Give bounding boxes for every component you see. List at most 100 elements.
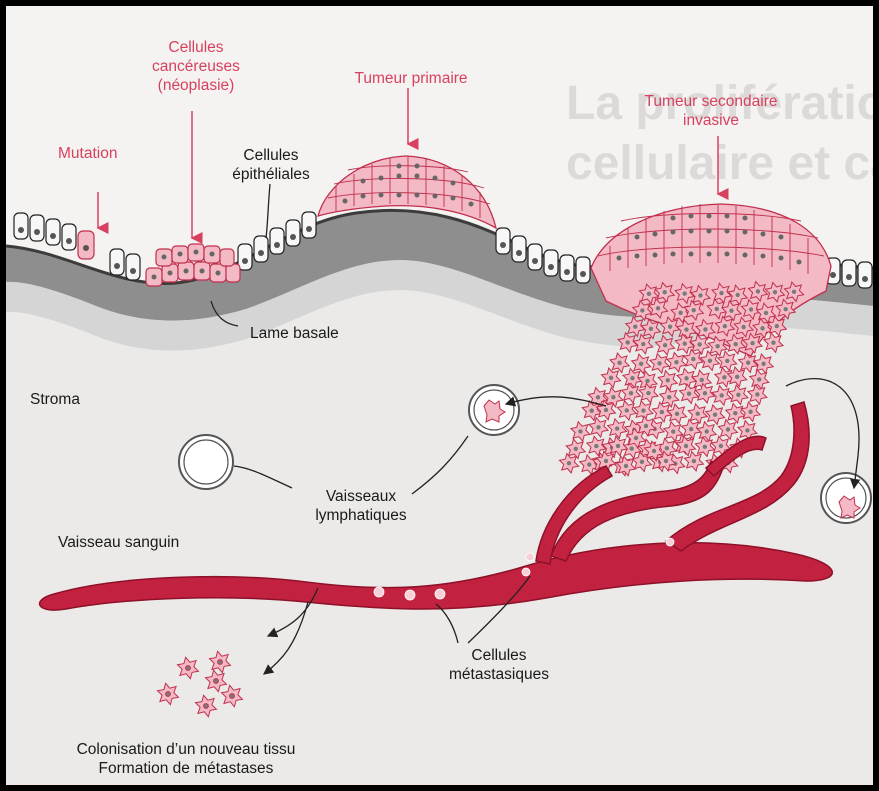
invading-cell-nucleus [736, 293, 740, 297]
invading-cell-nucleus [678, 311, 682, 315]
invading-cell-nucleus [652, 449, 656, 453]
invading-cell-nucleus [745, 428, 749, 432]
invading-cell-nucleus [656, 306, 660, 310]
colony-cell-nucleus [186, 666, 191, 671]
invading-cell-nucleus [574, 447, 578, 451]
invading-cell-nucleus [719, 393, 723, 397]
invading-cell-nucleus [757, 377, 761, 381]
invading-cell-nucleus [665, 446, 669, 450]
label-metastatic-cells-line1: Cellules [424, 646, 574, 665]
invading-cell-nucleus [646, 391, 650, 395]
invading-cell-nucleus [604, 459, 608, 463]
invading-cell-nucleus [649, 327, 653, 331]
invading-cell-nucleus [750, 341, 754, 345]
invading-cell-nucleus [764, 311, 768, 315]
invading-cell-nucleus [691, 357, 695, 361]
invading-cell-nucleus [634, 436, 638, 440]
invading-cell-nucleus [667, 395, 671, 399]
invading-cell-nucleus [761, 362, 765, 366]
invading-cell-nucleus [775, 324, 779, 328]
invading-cell-nucleus [725, 359, 729, 363]
invading-cell-nucleus [692, 459, 696, 463]
invading-cell-nucleus [640, 460, 644, 464]
invading-cell-nucleus [756, 289, 760, 293]
label-cancer-cells-line1: Cellules [141, 38, 251, 57]
invading-cell-nucleus [733, 411, 737, 415]
invading-cell-nucleus [703, 391, 707, 395]
invading-cell-nucleus [675, 412, 679, 416]
invading-cell-nucleus [726, 427, 730, 431]
invading-cell-nucleus [666, 378, 670, 382]
invading-cell-nucleus [639, 362, 643, 366]
invading-cell-nucleus [723, 324, 727, 328]
invading-cell-nucleus [596, 395, 600, 399]
colony-cell-nucleus [218, 660, 223, 665]
invading-cell-nucleus [616, 444, 620, 448]
colony-cell-nucleus [166, 692, 171, 697]
invading-cell-nucleus [722, 375, 726, 379]
label-primary-tumor: Tumeur primaire [336, 69, 486, 88]
invading-cell-nucleus [644, 424, 648, 428]
invading-cell-nucleus [736, 393, 740, 397]
invading-cell-nucleus [567, 461, 571, 465]
invading-cell-nucleus [700, 378, 704, 382]
label-colonisation: Colonisation d’un nouveau tissu Formatio… [46, 740, 326, 778]
invading-cell-nucleus [697, 342, 701, 346]
label-cancer-cells: Cellules cancéreuses (néoplasie) [141, 38, 251, 95]
invading-cell-nucleus [660, 410, 664, 414]
label-mutation: Mutation [58, 144, 117, 163]
invading-cell-nucleus [696, 411, 700, 415]
label-lymph-vessels-line2: lymphatiques [296, 506, 426, 525]
label-basal-lamina: Lame basale [250, 324, 339, 343]
invading-cell-nucleus [684, 444, 688, 448]
invading-cell-nucleus [749, 307, 753, 311]
invading-cell-nucleus [630, 446, 634, 450]
invading-cell-nucleus [783, 307, 787, 311]
invading-cell-nucleus [596, 425, 600, 429]
invading-cell-nucleus [657, 361, 661, 365]
invading-cell-nucleus [698, 293, 702, 297]
invading-cell-nucleus [692, 308, 696, 312]
invading-cell-nucleus [755, 392, 759, 396]
invading-cell-nucleus [645, 379, 649, 383]
invading-cell-nucleus [713, 412, 717, 416]
invading-cell-nucleus [594, 444, 598, 448]
label-epithelial-cells-line2: épithéliales [221, 165, 321, 184]
label-colonisation-line1: Colonisation d’un nouveau tissu [46, 740, 326, 759]
invading-cell-nucleus [671, 429, 675, 433]
invading-cell-nucleus [625, 408, 629, 412]
invading-cell-nucleus [687, 392, 691, 396]
label-lymph-vessels: Vaisseaux lymphatiques [296, 487, 426, 525]
invading-cell-nucleus [689, 427, 693, 431]
invading-cell-nucleus [748, 410, 752, 414]
invading-cell-nucleus [715, 344, 719, 348]
invading-cell-nucleus [705, 429, 709, 433]
invading-cell-nucleus [617, 361, 621, 365]
invading-cell-nucleus [719, 291, 723, 295]
invading-cell-nucleus [703, 445, 707, 449]
invading-cell-nucleus [682, 291, 686, 295]
invading-cell-nucleus [663, 343, 667, 347]
invading-cell-nucleus [578, 429, 582, 433]
invading-cell-nucleus [735, 375, 739, 379]
invading-cell-nucleus [641, 342, 645, 346]
invading-cell-nucleus [647, 292, 651, 296]
label-colonisation-line2: Formation de métastases [46, 759, 326, 778]
invading-cell-nucleus [734, 342, 738, 346]
colony-cell-nucleus [230, 694, 235, 699]
invading-cell-nucleus [771, 340, 775, 344]
invading-cell-nucleus [609, 376, 613, 380]
invading-cell-nucleus [684, 376, 688, 380]
invading-cell-nucleus [615, 426, 619, 430]
colony-cell-nucleus [204, 704, 209, 709]
invading-cell-nucleus [640, 308, 644, 312]
label-stroma: Stroma [30, 390, 80, 409]
invading-cell-nucleus [630, 376, 634, 380]
invading-cell-nucleus [587, 462, 591, 466]
invading-cell-nucleus [741, 325, 745, 329]
invading-cell-nucleus [746, 360, 750, 364]
label-secondary-tumor: Tumeur secondaire invasive [626, 92, 796, 130]
label-cancer-cells-line2: cancéreuses [141, 57, 251, 76]
invading-cell-nucleus [729, 309, 733, 313]
invading-cell-nucleus [633, 324, 637, 328]
